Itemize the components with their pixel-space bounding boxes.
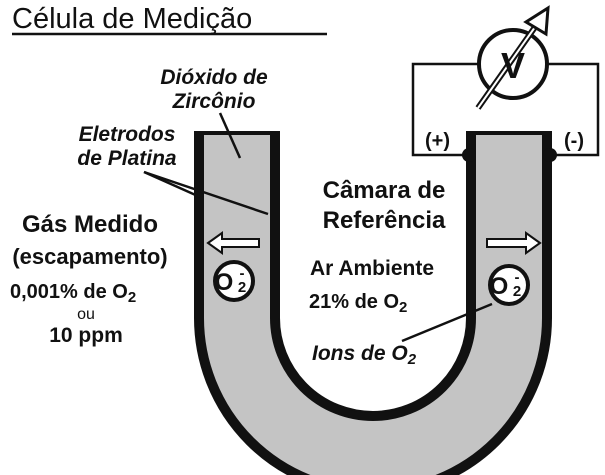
oxygen-ion-icon: O - 2 <box>488 264 530 306</box>
ambient-air-label: Ar Ambiente <box>310 257 434 280</box>
measured-gas-concentration: 0,001% de O2 <box>10 281 136 306</box>
measured-gas-ppm: 10 ppm <box>49 324 123 347</box>
electrodes-label-line2: de Platina <box>77 147 177 170</box>
inner-platinum-electrode <box>270 133 476 421</box>
outer-platinum-electrode <box>196 133 550 475</box>
arrow-left-icon <box>206 231 260 255</box>
zirconia-label-line1: Dióxido de <box>160 66 268 89</box>
ions-label: Ions de O2 <box>312 342 417 368</box>
voltmeter-label: V <box>501 45 525 86</box>
diagram-title: Célula de Medição <box>12 3 252 35</box>
ambient-o2-label: 21% de O2 <box>309 291 407 316</box>
ion-symbol: O <box>490 273 509 300</box>
terminal-contact-minus <box>543 148 557 162</box>
measured-gas-or: ou <box>77 306 95 323</box>
zirconia-pointer <box>218 112 242 159</box>
plus-terminal-label: (+) <box>425 130 450 152</box>
arrow-right-icon <box>486 231 542 255</box>
oxygen-ion-icon: O - 2 <box>213 260 255 302</box>
ion-subscript: 2 <box>238 279 246 296</box>
reference-chamber-line1: Câmara de <box>323 177 446 204</box>
measured-gas-title: Gás Medido <box>22 211 158 238</box>
electrodes-label-line1: Eletrodos <box>79 123 176 146</box>
voltmeter-icon: V <box>475 5 550 110</box>
minus-terminal-label: (-) <box>564 130 584 152</box>
measured-gas-subtitle: (escapamento) <box>12 244 167 269</box>
ion-charge: - <box>515 269 520 286</box>
terminal-contact-plus <box>462 148 476 162</box>
electrode-pointer-inner <box>143 170 269 216</box>
ion-charge: - <box>240 265 245 282</box>
circuit-wire <box>411 62 600 157</box>
reference-chamber-line2: Referência <box>323 207 446 234</box>
ions-pointer <box>401 302 493 343</box>
ion-symbol: O <box>215 269 234 296</box>
ion-subscript: 2 <box>513 283 521 300</box>
zirconia-label-line2: Zircônio <box>172 90 256 113</box>
